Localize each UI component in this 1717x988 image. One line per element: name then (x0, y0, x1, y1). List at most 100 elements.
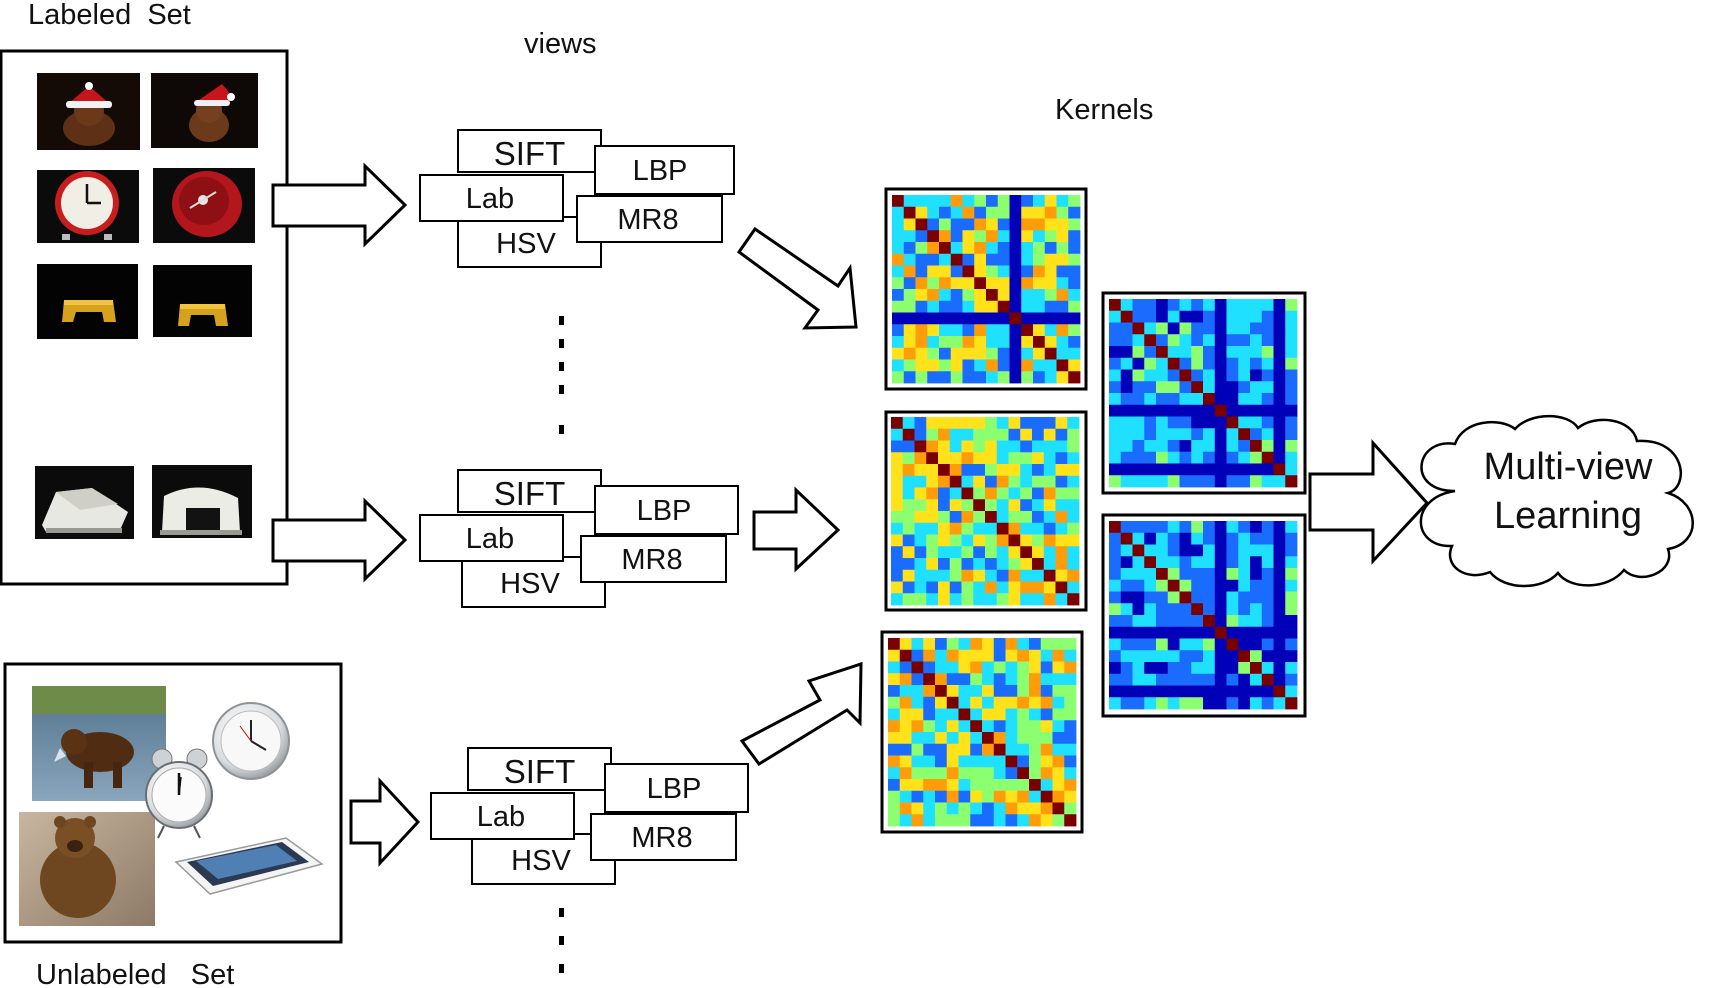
kernel-cell (939, 277, 952, 290)
kernel-cell (891, 593, 904, 606)
kernel-cell (1167, 697, 1180, 710)
kernel-cell (1043, 440, 1056, 453)
kernel-cell (1056, 230, 1069, 243)
kernel-cell (935, 649, 948, 662)
kernel-cell (1008, 440, 1021, 453)
kernel-cell (1067, 499, 1080, 512)
kernel-cell (915, 371, 928, 384)
kernel-cell (1120, 615, 1133, 628)
kernel-cell (1120, 404, 1133, 417)
kernel-cell (970, 696, 983, 709)
kernel-cell (1067, 475, 1080, 488)
kernel-cell (939, 336, 952, 349)
kernel-cell (902, 546, 915, 559)
kernel-cell (1179, 451, 1192, 464)
kernel-cell (1226, 369, 1239, 382)
kernel-diagonal-cell (902, 428, 915, 441)
kernel-cell (914, 558, 927, 571)
kernel-cell (1238, 381, 1251, 394)
kernel-cell (1021, 242, 1034, 255)
kernel-cell (1191, 544, 1204, 557)
ellipsis-dots-lower (559, 908, 564, 973)
kernel-cell (961, 452, 974, 465)
kernel-cell (1120, 428, 1133, 441)
kernel-cell (1250, 521, 1263, 534)
kernel-cell (892, 253, 905, 266)
kernel-cell (903, 277, 916, 290)
kernel-cell (1005, 779, 1018, 792)
kernel-cell (962, 230, 975, 243)
kernel-cell (1273, 638, 1286, 651)
kernel-cell (915, 324, 928, 337)
kernel-cell (982, 814, 995, 827)
kernel-cell (1109, 697, 1122, 710)
kernel-cell (996, 499, 1009, 512)
kernel-cell (1179, 404, 1192, 417)
kernel-cell (1191, 299, 1204, 312)
kernel-cell (1238, 638, 1251, 651)
kernel-cell (997, 230, 1010, 243)
kernel-cell (1250, 568, 1263, 581)
kernel-cell (899, 708, 912, 721)
kernel-cell (1132, 451, 1145, 464)
kernel-cell (1044, 359, 1057, 372)
kernel-cell (892, 359, 905, 372)
kernel-cell (1044, 206, 1057, 219)
kernel-cell (970, 743, 983, 756)
kernel-cell (902, 417, 915, 430)
kernel-cell (1021, 336, 1034, 349)
kernel-cell (1261, 310, 1274, 323)
kernel-cell (891, 511, 904, 524)
kernel-cell (939, 206, 952, 219)
kernel-cell (1056, 347, 1069, 360)
kernel-cell (1203, 463, 1216, 476)
kernel-cell (1261, 416, 1274, 429)
kernel-diagonal-cell (1040, 790, 1053, 803)
kernel-cell (1144, 310, 1157, 323)
kernel-cell (1043, 534, 1056, 547)
kernel-cell (1214, 369, 1227, 382)
kernel-cell (962, 289, 975, 302)
kernel-cell (1261, 615, 1274, 628)
arrows (271, 162, 1430, 867)
kernel-cell (1179, 615, 1192, 628)
kernel-diagonal-cell (1285, 697, 1298, 710)
kernel-cell (1226, 615, 1239, 628)
kernel-cell (1055, 534, 1068, 547)
mr8-label: MR8 (631, 822, 692, 854)
kernel-cell (982, 649, 995, 662)
kernel-cell (1040, 685, 1053, 698)
kernel-cell (970, 802, 983, 815)
kernel-cell (1156, 428, 1169, 441)
kernel-cell (962, 195, 975, 208)
kernel-cell (970, 767, 983, 780)
kernel-cell (996, 440, 1009, 453)
kernel-cell (986, 265, 999, 278)
kernel-cell (1226, 357, 1239, 370)
kernel-cell (935, 661, 948, 674)
kernel-cell (888, 696, 901, 709)
kernel-cell (993, 696, 1006, 709)
kernel-cell (1109, 451, 1122, 464)
kernel-cell (911, 685, 924, 698)
kernel-cell (1273, 650, 1286, 663)
kernel-cell (993, 779, 1006, 792)
kernel-cell (1109, 346, 1122, 359)
kernel-cell (1009, 347, 1022, 360)
kernel-cell (958, 779, 971, 792)
kernel-cell (938, 499, 951, 512)
kernel-cell (1144, 662, 1157, 675)
kernel-cell (1068, 230, 1081, 243)
kernel-cell (1120, 440, 1133, 453)
kernel-cell (973, 417, 986, 430)
kernel-diagonal-cell (911, 661, 924, 674)
kernel-cell (939, 300, 952, 313)
kernel-cell (950, 277, 963, 290)
kernel-cell (962, 371, 975, 384)
kernel-cell (1009, 371, 1022, 384)
kernel-cell (1008, 511, 1021, 524)
kernel-cell (974, 253, 987, 266)
kernel-cell (1191, 650, 1204, 663)
kernel-cell (1214, 568, 1227, 581)
kernel-cell (1238, 615, 1251, 628)
